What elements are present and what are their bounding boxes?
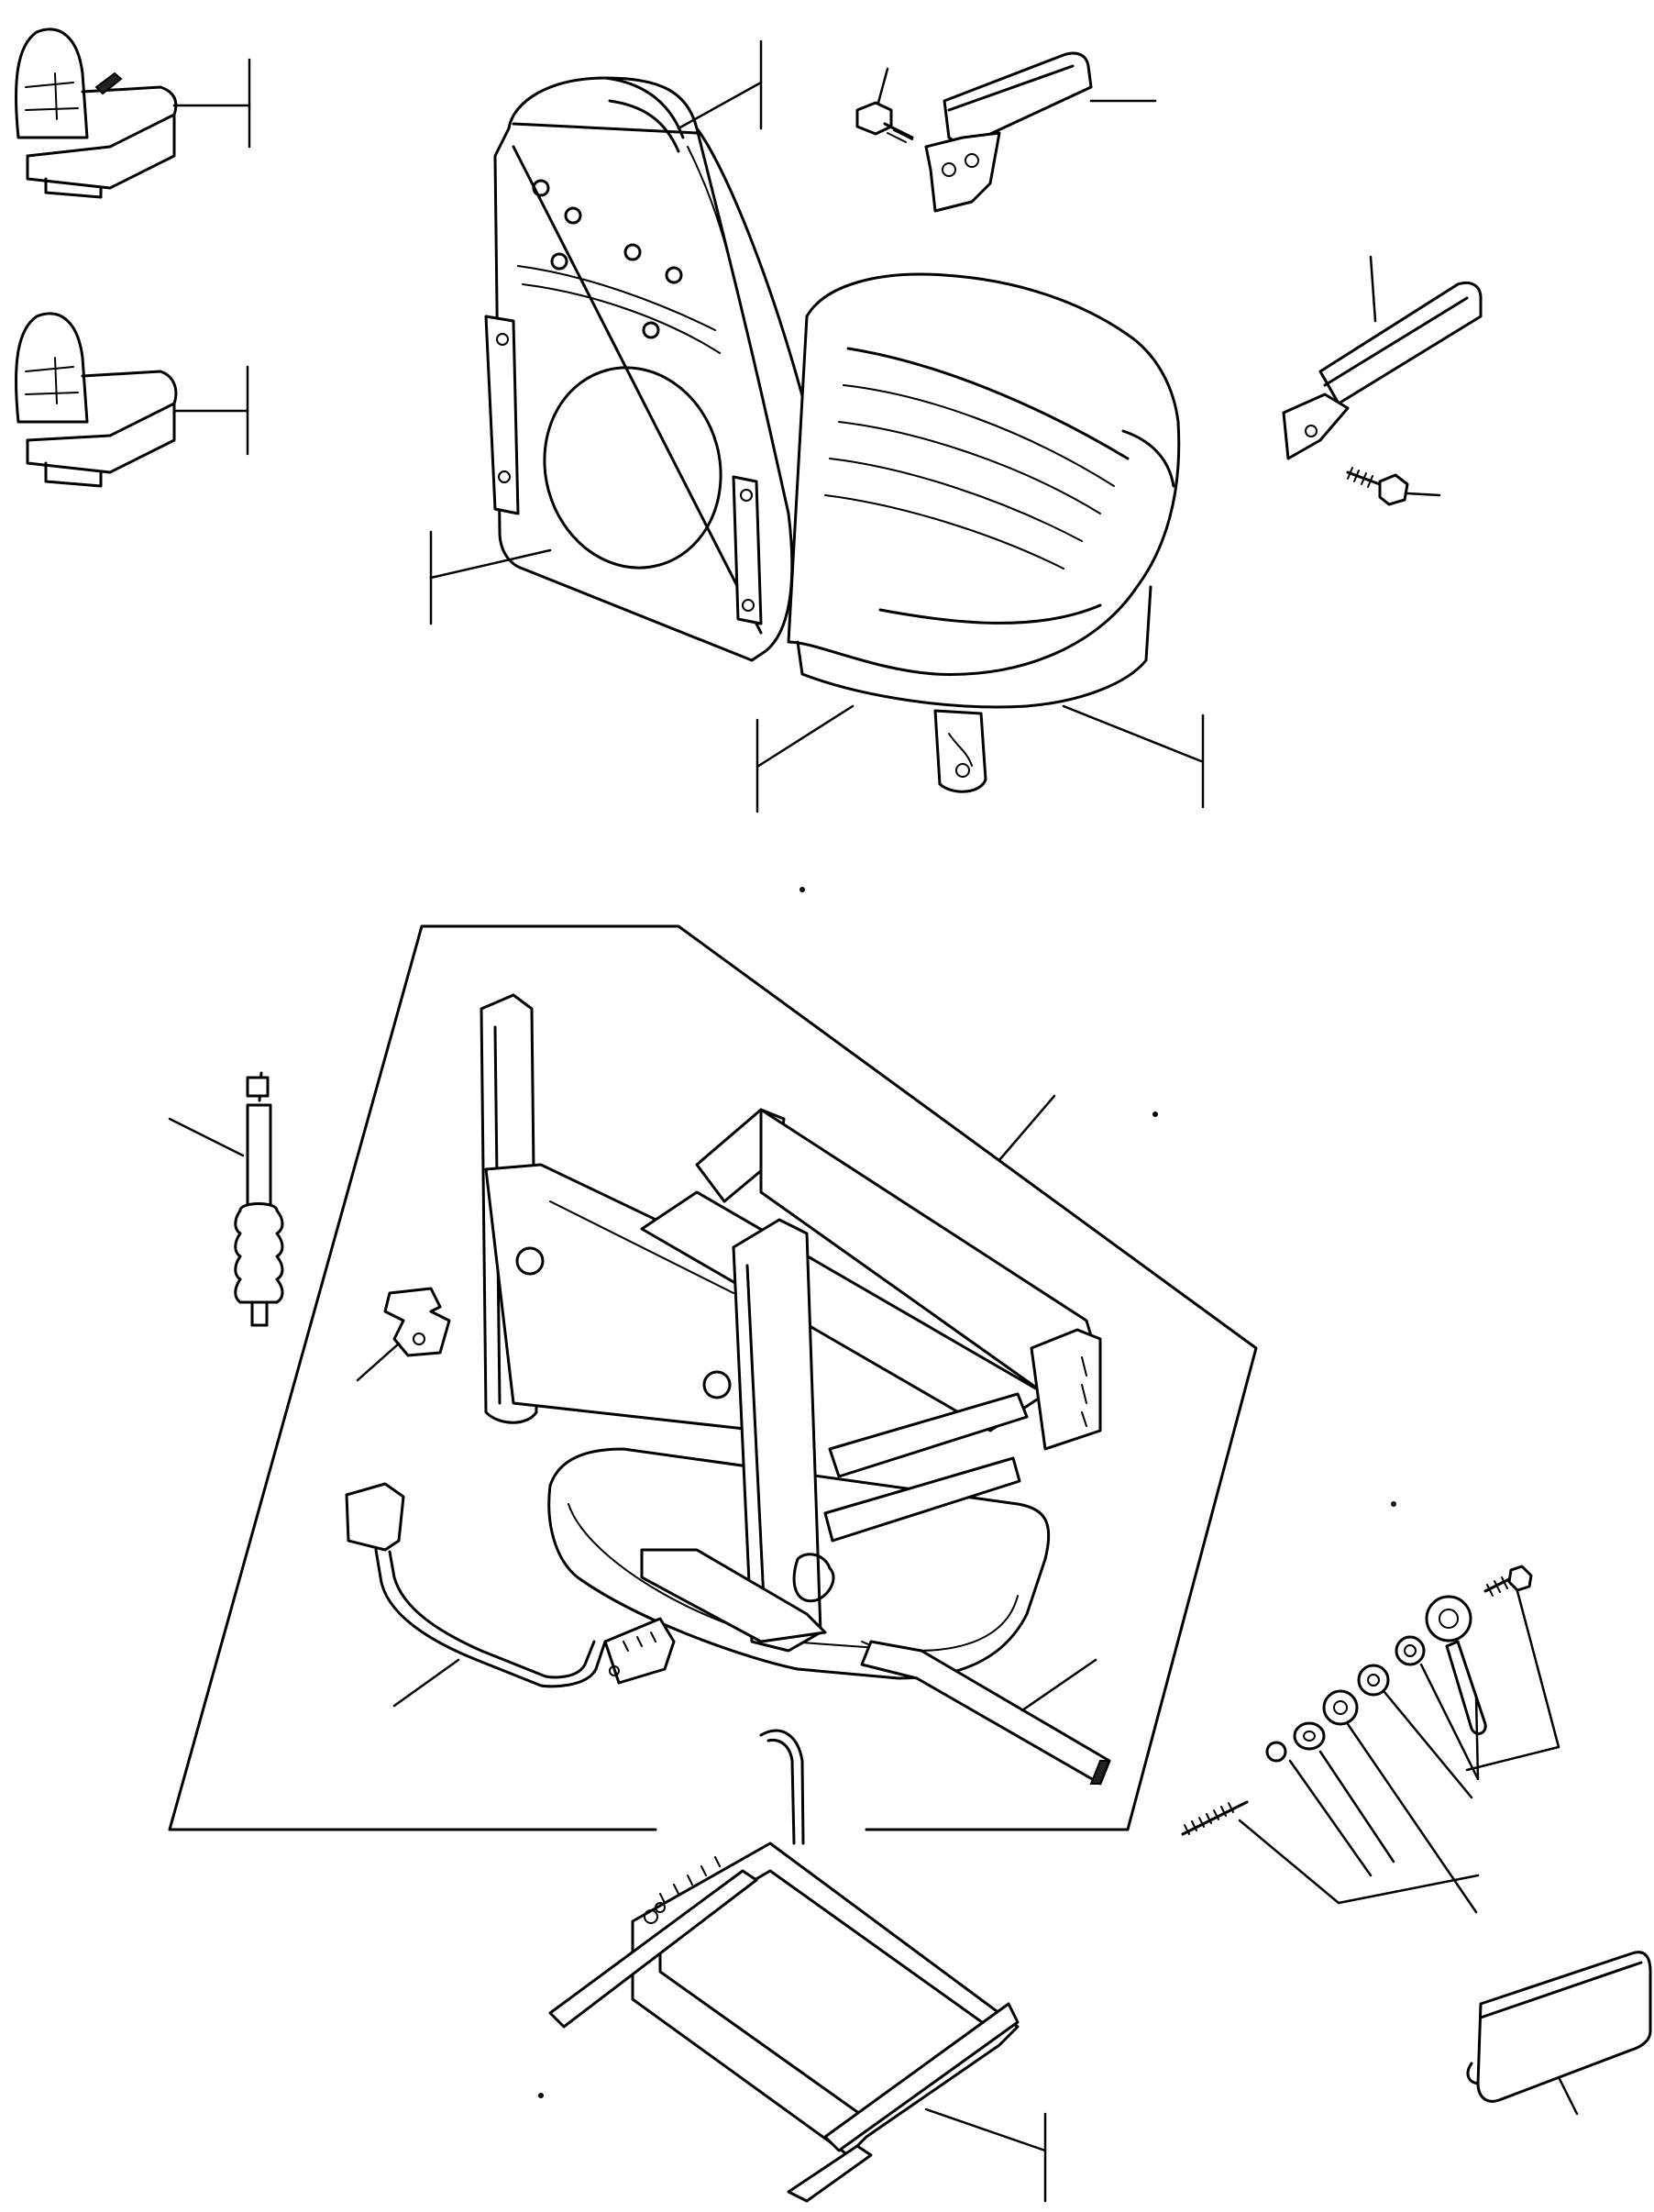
leader-height-adjust-lever: [392, 1658, 460, 1708]
speck-2: [1152, 1112, 1158, 1117]
height-adjust-lever: [345, 1482, 676, 1688]
suspension-group-outline: [168, 924, 1258, 1831]
armrest-left: [924, 51, 1093, 213]
leader-slide-rail: [924, 2107, 1047, 2152]
leader-flat-bar: [1020, 1658, 1097, 1712]
leader-retaining-clip: [356, 1342, 401, 1382]
main-seat-assembly: [484, 76, 1181, 793]
leader-shock-absorber: [168, 1117, 245, 1157]
bolt-armrest-left: [855, 101, 914, 143]
cover-plate: [1466, 1951, 1652, 2103]
seat-thumbnail-variant-b: [15, 312, 178, 488]
leader-suspension-group: [998, 1094, 1056, 1162]
speck-4: [538, 2093, 544, 2098]
leader-thumbnail-a: [172, 58, 251, 149]
speck-1: [799, 887, 805, 892]
leader-bolt-armrest-left: [877, 67, 889, 105]
leaders-hardware-stack: [1238, 1589, 1560, 1914]
leader-bolt-armrest-right: [1406, 492, 1441, 497]
leader-cover-plate: [1557, 2075, 1579, 2116]
hardware-stack: [1181, 1565, 1533, 1836]
leader-armrest-right: [1369, 255, 1377, 323]
bolt-armrest-right: [1346, 467, 1409, 506]
leaders-main-seat: [429, 39, 1205, 813]
slide-rail-assembly: [548, 1729, 1020, 2203]
flat-bar: [860, 1640, 1111, 1786]
seat-thumbnail-variant-a: [15, 28, 178, 199]
armrest-right: [1282, 281, 1483, 460]
suspension-mechanism: [480, 993, 1102, 1680]
retaining-clip: [383, 1287, 451, 1357]
leader-thumbnail-b: [172, 365, 249, 456]
shock-absorber: [234, 1071, 284, 1327]
speck-3: [1391, 1501, 1396, 1507]
